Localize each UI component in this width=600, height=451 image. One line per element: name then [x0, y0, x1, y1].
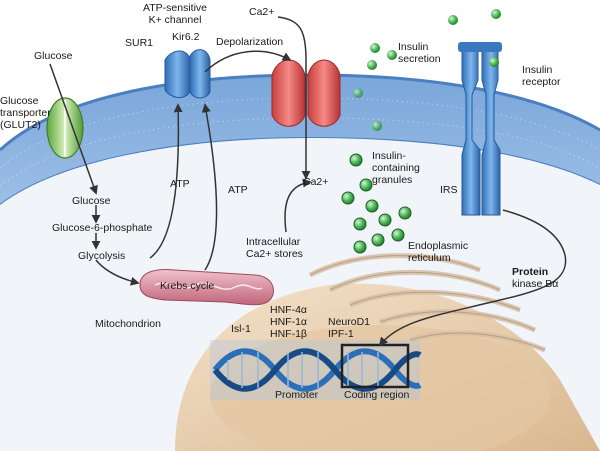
krebs-cycle-label: Krebs cycle	[160, 280, 215, 292]
insulin-receptor-shape	[458, 42, 502, 216]
calcium-outside-label: Ca2+	[249, 6, 275, 18]
mitochondrion-label: Mitochondrion	[95, 318, 161, 330]
secreted-insulin	[353, 9, 501, 131]
pathway-arrows	[49, 16, 567, 347]
insulin-granules-label: Insulin- containing granules	[372, 150, 420, 186]
neurod1-ipf1-label: NeuroD1 IPF-1	[328, 316, 371, 340]
irs-label: IRS	[440, 184, 458, 196]
glucose-outside-label: Glucose	[34, 50, 73, 62]
insulin-secretion-label: Insulin secretion	[398, 41, 441, 65]
glucose-6-phosphate-label: Glucose-6-phosphate	[52, 222, 153, 234]
hnf-factors-label: HNF-4α HNF-1α HNF-1β	[270, 304, 307, 340]
depolarization-label: Depolarization	[216, 36, 284, 48]
atp-left-arrow	[149, 103, 183, 259]
atp-right-arrow	[201, 103, 218, 271]
intracellular-stores-label: Intracellular Ca2+ stores	[246, 236, 303, 260]
calcium-channel	[271, 59, 341, 127]
calcium-inside-label: Ca2+	[303, 176, 329, 188]
atp-right-label: ATP	[228, 184, 248, 196]
atp-left-label: ATP	[170, 178, 190, 190]
insulin-receptor-label: Insulin receptor	[522, 64, 561, 88]
glycolysis-label: Glycolysis	[78, 250, 126, 262]
depolarization-arrow	[204, 50, 292, 73]
mitochondrion-shape	[139, 269, 274, 306]
irs-arrow	[378, 209, 567, 347]
protein-kinase-label: Protein kinase Bα	[512, 266, 559, 290]
glucose-entry-arrow	[49, 63, 98, 195]
insulin-granules	[341, 153, 412, 254]
isl1-label: Isl-1	[231, 323, 251, 335]
glucose-inside-label: Glucose	[72, 195, 111, 207]
krebs-arrow	[95, 259, 140, 286]
katp-channel	[164, 49, 211, 99]
plasma-membrane	[0, 75, 600, 205]
calcium-store-arrow	[284, 178, 312, 233]
glut2-transporter	[46, 97, 84, 159]
dna-helix	[210, 340, 422, 400]
promoter-label: Promoter	[275, 389, 319, 401]
sur1-label: SUR1	[125, 37, 154, 49]
endoplasmic-reticulum-label: Endoplasmic reticulum	[408, 240, 469, 264]
atp-sensitive-channel-label: ATP-sensitive K+ channel	[143, 2, 207, 26]
glucose-transporter-label: Glucose transporter (GLUT2)	[0, 95, 51, 131]
calcium-entry-arrow	[277, 16, 311, 180]
coding-region-label: Coding region	[344, 389, 410, 401]
kir62-label: Kir6.2	[172, 31, 200, 43]
coding-region-box	[340, 343, 410, 389]
